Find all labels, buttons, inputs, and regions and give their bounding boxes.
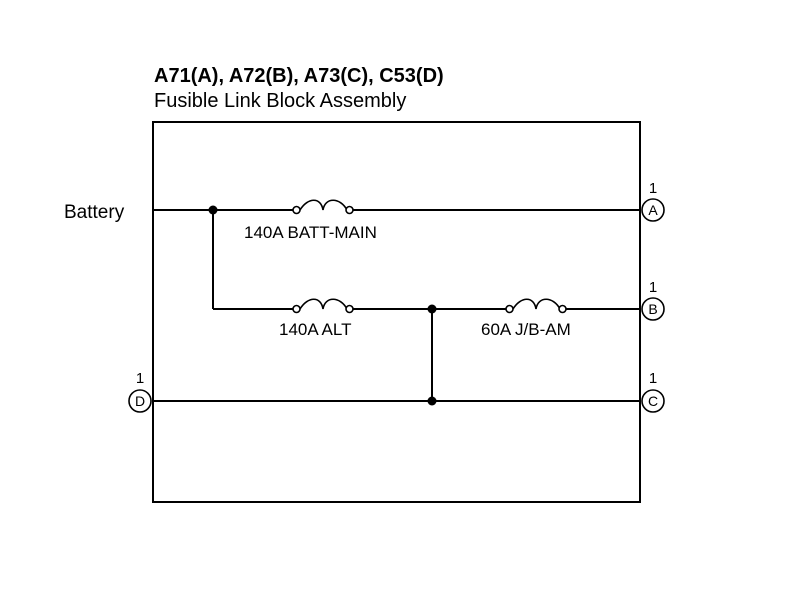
terminal-b: B 1 xyxy=(641,279,665,321)
fuse-end-icon xyxy=(345,304,354,314)
fuse-batt-main xyxy=(292,199,354,215)
assembly-subtitle: Fusible Link Block Assembly xyxy=(154,90,406,112)
fuse-end-icon xyxy=(292,304,301,314)
fuse-end-icon xyxy=(345,205,354,215)
junction-dot xyxy=(427,396,437,406)
terminal-circle-icon xyxy=(641,297,665,321)
fuse-jb-am xyxy=(505,298,567,314)
pin-number: 1 xyxy=(649,180,657,197)
terminal-a: A 1 xyxy=(641,180,665,222)
fuse-label-alt: 140A ALT xyxy=(279,320,351,339)
fusible-link-icon xyxy=(299,298,348,310)
fusible-link-icon xyxy=(512,298,561,310)
fusible-link-icon xyxy=(299,199,348,211)
pin-number: 1 xyxy=(649,370,657,387)
fuse-alt xyxy=(292,298,354,314)
fuse-label-batt-main: 140A BATT-MAIN xyxy=(244,223,377,242)
pin-number: 1 xyxy=(649,279,657,296)
terminal-circle-icon xyxy=(641,389,665,413)
junction-dot xyxy=(427,304,437,314)
terminal-letter: C xyxy=(648,393,658,409)
junction-dot xyxy=(208,205,218,215)
connector-title: A71(A), A72(B), A73(C), C53(D) xyxy=(154,65,444,87)
terminal-letter: D xyxy=(135,393,145,409)
terminal-circle-icon xyxy=(128,389,152,413)
fuse-end-icon xyxy=(558,304,567,314)
terminal-circle-icon xyxy=(641,198,665,222)
assembly-enclosure xyxy=(152,121,641,503)
fuse-label-jb-am: 60A J/B-AM xyxy=(481,320,571,339)
fuse-end-icon xyxy=(505,304,514,314)
pin-number: 1 xyxy=(136,370,144,387)
battery-label: Battery xyxy=(64,202,125,223)
terminal-letter: A xyxy=(648,202,658,218)
terminal-letter: B xyxy=(648,301,657,317)
terminal-d: D 1 xyxy=(128,370,152,413)
terminal-c: C 1 xyxy=(641,370,665,413)
fuse-end-icon xyxy=(292,205,301,215)
